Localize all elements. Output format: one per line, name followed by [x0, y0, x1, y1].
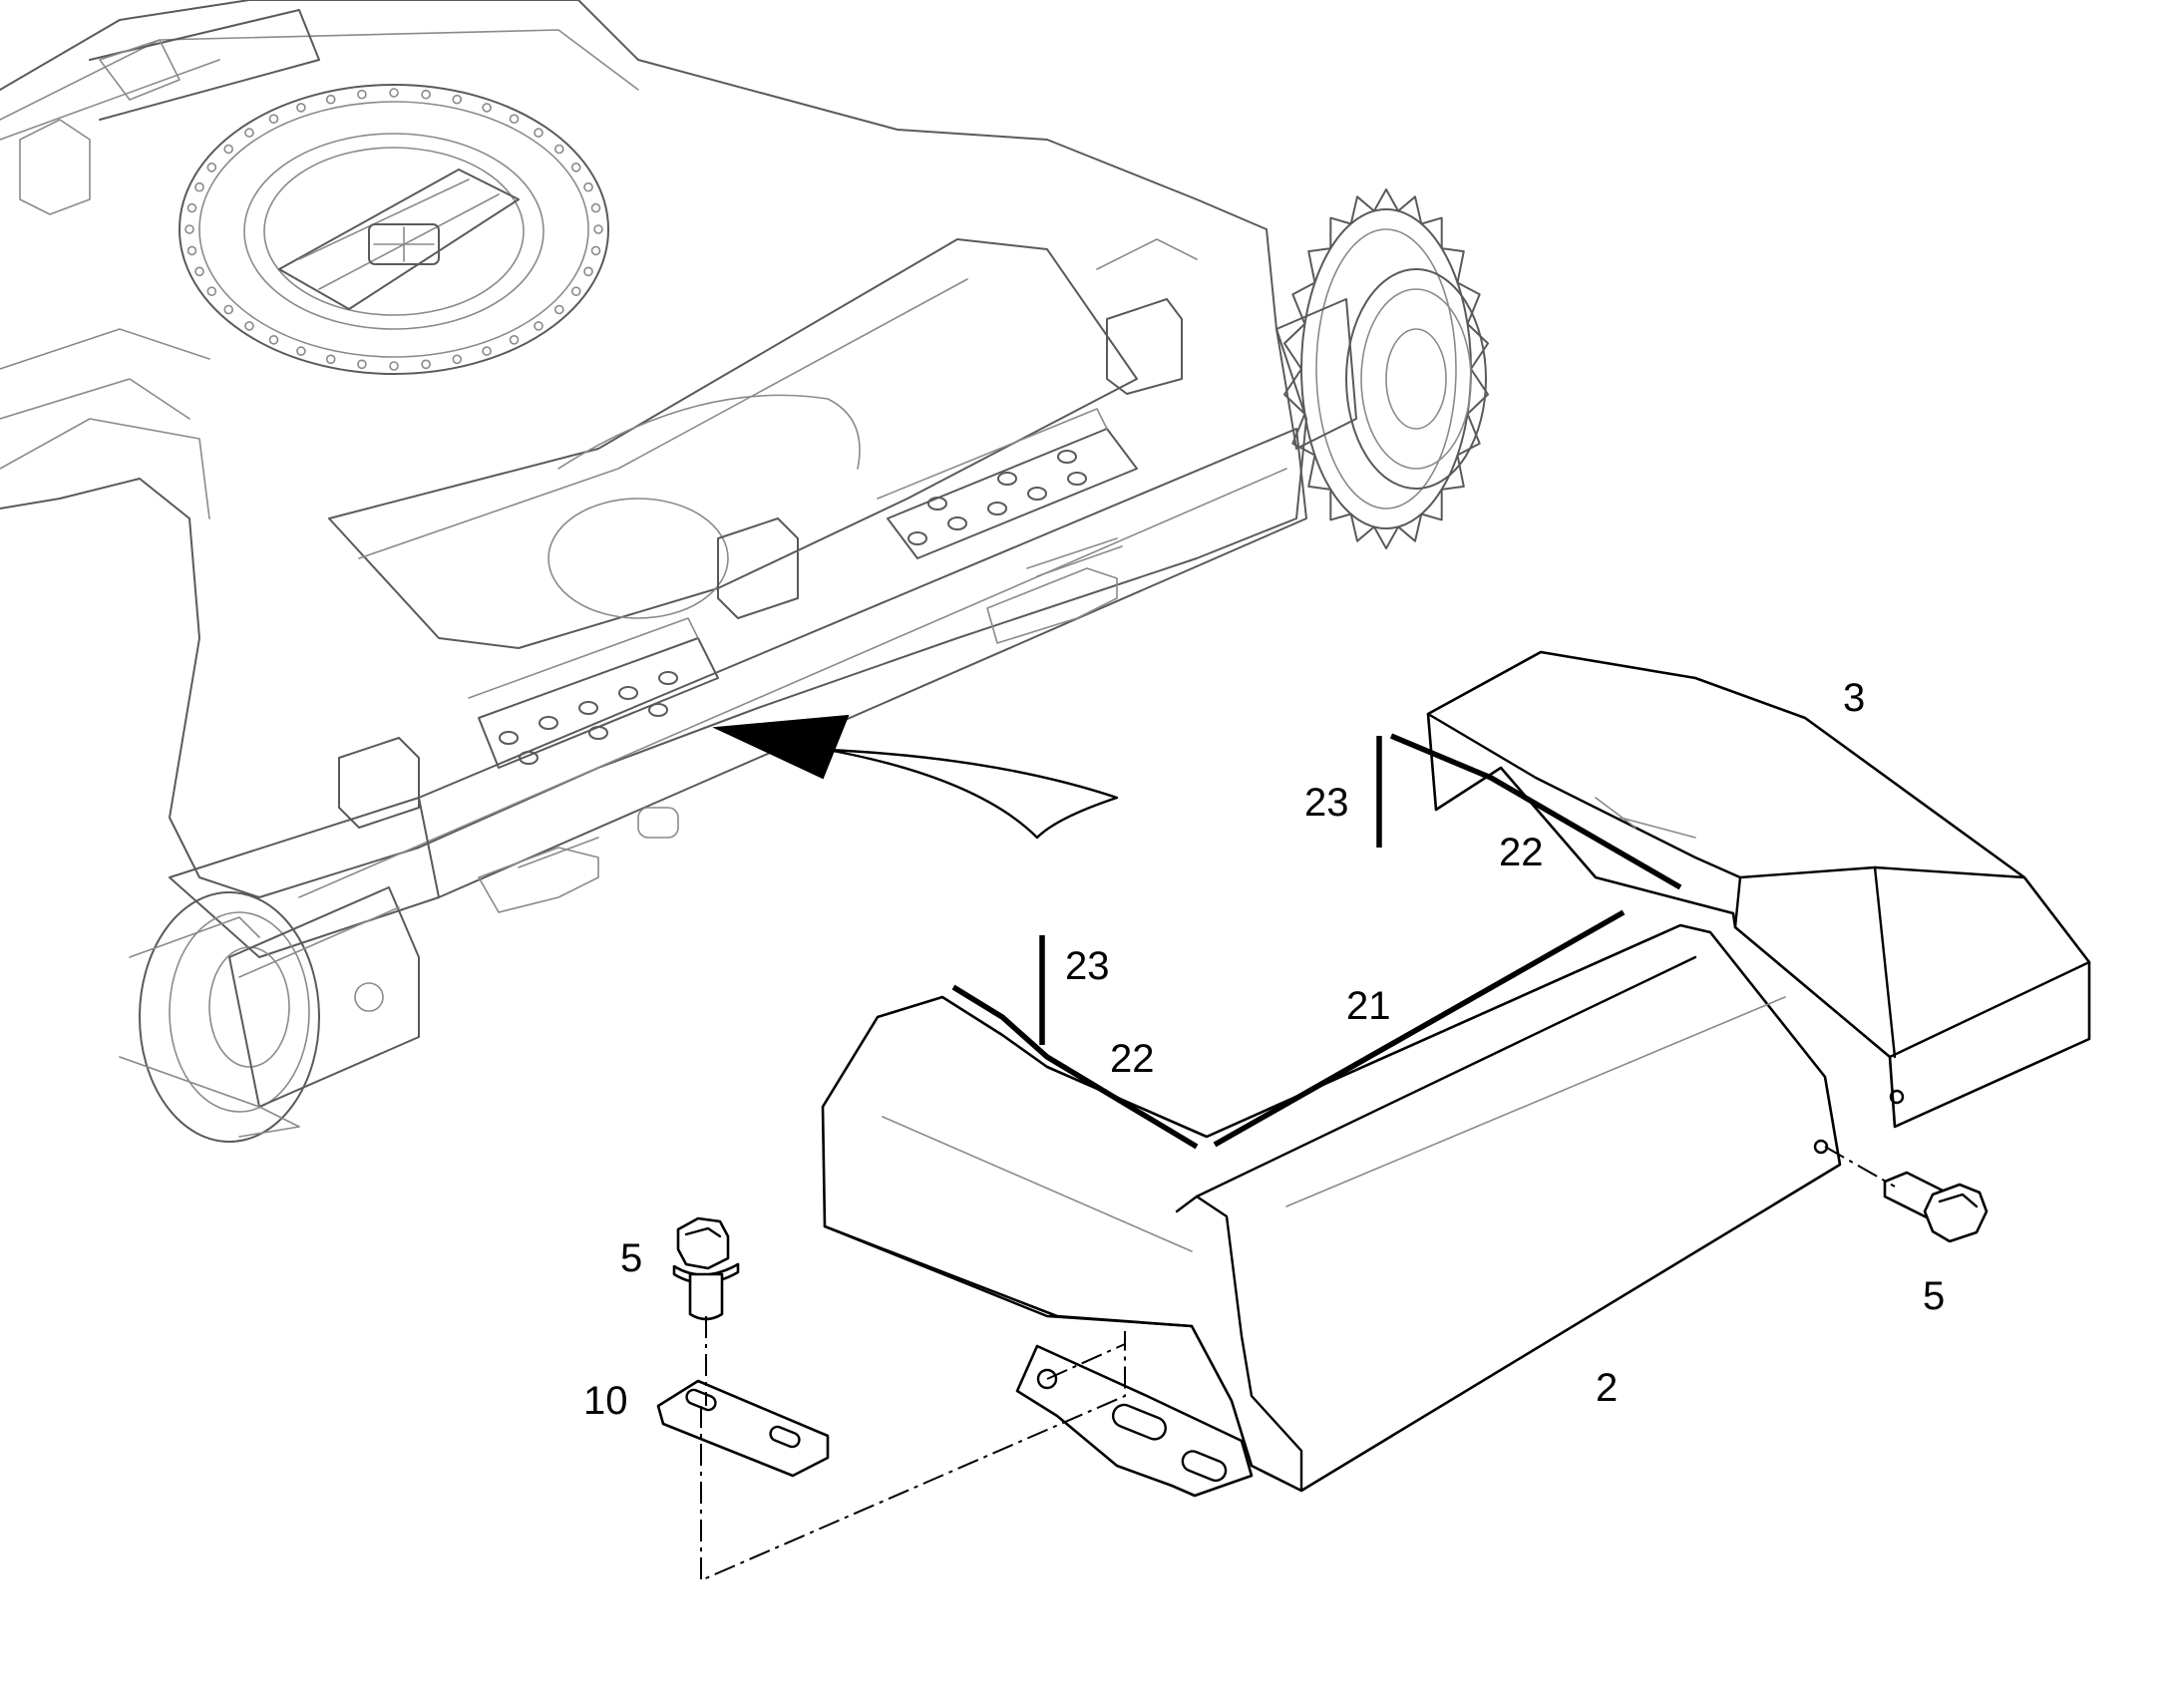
ring-bolt-hole — [244, 128, 254, 138]
ring-bolt-hole — [509, 334, 520, 345]
ring-bolt-hole — [534, 128, 544, 138]
plate-bolt — [499, 731, 519, 745]
ring-bolt-hole — [509, 114, 520, 124]
ring-bolt-holes — [184, 88, 603, 371]
plate-bolt — [1027, 487, 1047, 501]
plate-bolt — [648, 703, 668, 717]
idler-wheel — [119, 886, 420, 1143]
plate-bolt — [908, 531, 927, 545]
ring-bolt-hole — [244, 321, 254, 331]
ring-bolt-hole — [296, 346, 306, 356]
ring-bolt-hole — [184, 224, 194, 234]
callout-5-right: 5 — [1923, 1274, 1945, 1318]
plate-bolt — [539, 716, 558, 730]
ring-bolt-hole — [268, 334, 279, 345]
ring-bolt-hole — [186, 245, 197, 256]
ring-bolt-hole — [553, 304, 564, 315]
plate-bolts — [499, 450, 1087, 765]
bolted-plate-left — [468, 617, 719, 769]
assembly-center-lines — [700, 1146, 1896, 1582]
final-drive-sprocket — [1275, 188, 1489, 549]
plate-bolt — [578, 701, 598, 715]
ring-bolt-hole — [206, 286, 217, 297]
ring-bolt-hole — [389, 88, 399, 98]
bolted-plate-right — [877, 408, 1138, 559]
seal-strip-22-right — [1389, 733, 1682, 890]
ring-bolt-hole — [206, 163, 217, 172]
callout-3: 3 — [1843, 676, 1865, 720]
washer-plate-10 — [656, 1379, 830, 1478]
ring-bolt-hole — [389, 361, 399, 371]
plate-bolt — [658, 671, 678, 685]
ring-bolt-hole — [590, 245, 601, 256]
ring-bolt-hole — [223, 144, 233, 155]
ring-bolt-hole — [570, 286, 581, 297]
ring-bolt-hole — [570, 163, 581, 172]
callout-labels: 3 23 22 21 23 22 5 10 5 2 — [583, 676, 1945, 1423]
ring-bolt-hole — [268, 114, 279, 124]
ring-bolt-hole — [421, 89, 431, 100]
ring-bolt-hole — [482, 346, 492, 356]
plate-bolt — [1067, 472, 1087, 486]
plate-bolt — [947, 516, 967, 530]
view-direction-arrow — [712, 714, 1119, 840]
plate-bolt — [588, 726, 608, 740]
ring-bolt-hole — [194, 181, 204, 192]
plate-bolt — [997, 472, 1017, 486]
ring-bolt-hole — [186, 202, 197, 213]
callout-22-right: 22 — [1499, 831, 1544, 874]
callout-21: 21 — [1346, 984, 1391, 1028]
ring-bolt-hole — [223, 304, 233, 315]
ring-bolt-hole — [482, 103, 492, 113]
callout-10: 10 — [583, 1379, 628, 1423]
callout-23-left: 23 — [1065, 944, 1110, 988]
ring-bolt-hole — [534, 321, 544, 331]
plate-bolt — [618, 686, 638, 700]
callout-2: 2 — [1596, 1366, 1618, 1410]
ring-bolt-hole — [452, 354, 463, 365]
ring-bolt-hole — [357, 359, 367, 370]
seal-strip-21 — [1213, 909, 1626, 1148]
ring-bolt-hole — [590, 202, 601, 213]
bolt-5-left — [672, 1216, 740, 1321]
seal-strip-22-left — [951, 984, 1199, 1150]
cover-part-2 — [821, 923, 1842, 1498]
ring-bolt-hole — [583, 181, 593, 192]
plate-bolt — [1057, 450, 1077, 464]
ring-bolt-hole — [421, 359, 431, 370]
callout-22-left: 22 — [1110, 1037, 1155, 1081]
ring-bolt-hole — [357, 89, 367, 100]
ring-bolt-hole — [296, 103, 306, 113]
bolt-5-right — [1883, 1171, 1989, 1243]
callout-5-left: 5 — [620, 1236, 642, 1280]
ring-bolt-hole — [325, 94, 336, 105]
ring-bolt-hole — [583, 266, 593, 277]
plate-bolt — [987, 502, 1007, 515]
ring-bolt-hole — [325, 354, 336, 365]
ring-bolt-hole — [452, 94, 463, 105]
plate-bolt — [927, 497, 947, 511]
ring-bolt-hole — [553, 144, 564, 155]
undercarriage-frame — [0, 0, 1489, 1143]
seal-strips — [951, 733, 1682, 1150]
callout-23-right: 23 — [1304, 781, 1349, 825]
ring-bolt-hole — [194, 266, 204, 277]
ring-bolt-hole — [593, 224, 603, 234]
